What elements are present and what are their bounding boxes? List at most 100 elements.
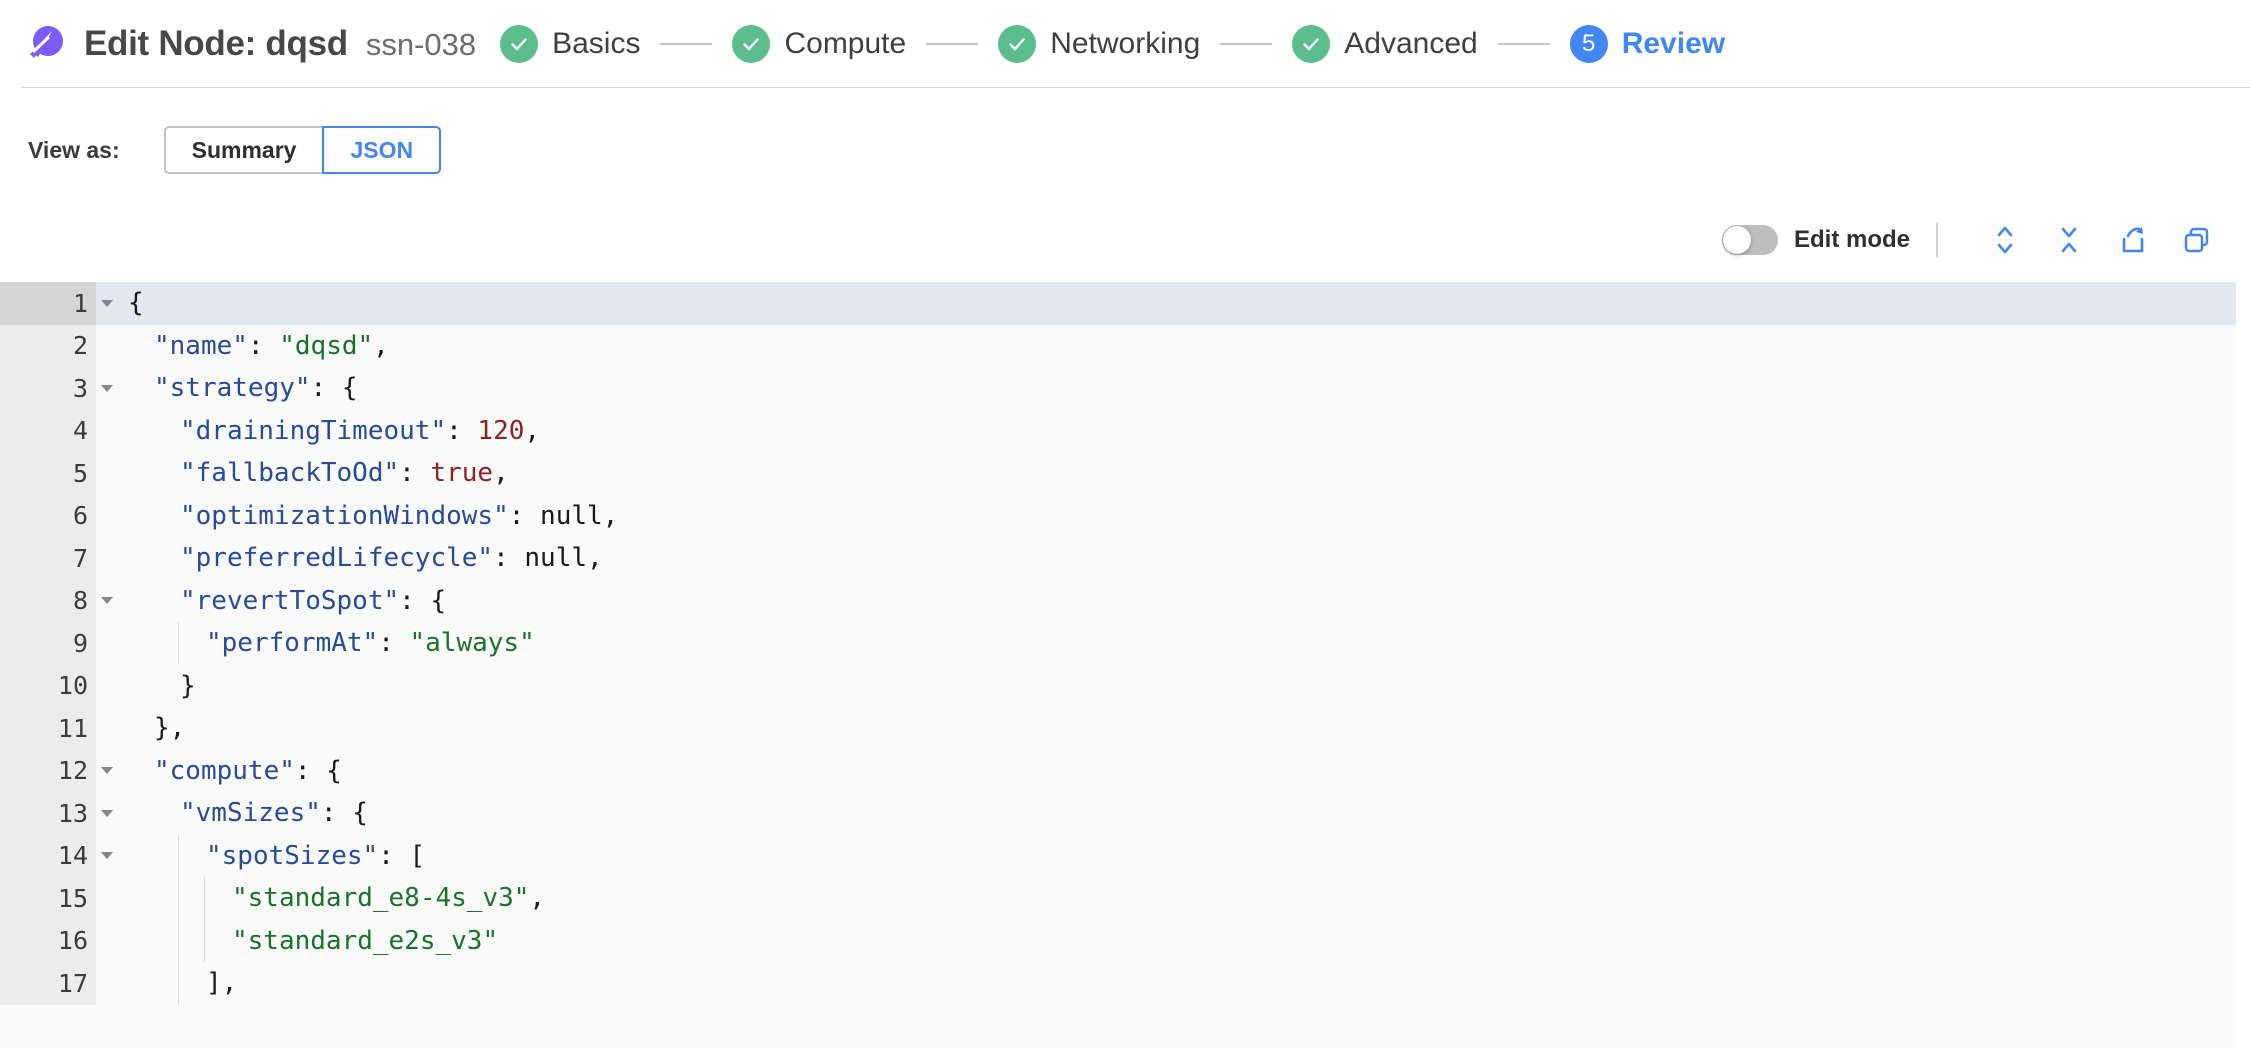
editor-toolbar: Edit mode bbox=[0, 174, 2250, 260]
code-tokens: "drainingTimeout": 120, bbox=[128, 416, 540, 446]
token-key: "performAt" bbox=[206, 628, 379, 659]
token-key: "vmSizes" bbox=[180, 798, 321, 829]
code-line[interactable]: 12 "compute": { bbox=[0, 749, 2236, 793]
code-line-text: { bbox=[116, 282, 2236, 325]
line-number: 12 bbox=[57, 756, 88, 786]
code-line[interactable]: 6"optimizationWindows": null, bbox=[0, 494, 2236, 538]
code-line-text: "performAt": "always" bbox=[116, 622, 2236, 665]
code-line[interactable]: 14 "spotSizes": [ bbox=[0, 834, 2236, 878]
code-line-text: "spotSizes": [ bbox=[116, 834, 2236, 877]
expand-all-icon[interactable] bbox=[1982, 220, 2028, 260]
check-icon bbox=[1009, 38, 1025, 51]
code-line[interactable]: 11}, bbox=[0, 707, 2236, 750]
token-punc: , bbox=[524, 415, 541, 446]
token-punc: } bbox=[180, 670, 196, 701]
token-key: "optimizationWindows" bbox=[180, 500, 509, 531]
line-gutter: 7 bbox=[0, 537, 96, 580]
code-line[interactable]: 9 "performAt": "always" bbox=[0, 622, 2236, 665]
line-gutter: 3 bbox=[0, 367, 96, 410]
token-key: "compute" bbox=[154, 755, 295, 786]
code-line[interactable]: 7 "preferredLifecycle": null, bbox=[0, 537, 2236, 580]
token-key: "name" bbox=[154, 330, 248, 361]
step-networking-circle bbox=[998, 25, 1037, 63]
line-gutter: 9 bbox=[0, 622, 96, 665]
line-gutter: 16 bbox=[0, 919, 96, 962]
fold-toggle-icon[interactable] bbox=[98, 835, 116, 878]
rocket-logo-icon bbox=[22, 22, 66, 66]
fold-spacer bbox=[98, 920, 116, 963]
step-basics[interactable]: Basics bbox=[500, 25, 640, 63]
line-number: 10 bbox=[57, 671, 88, 701]
token-punc: : bbox=[446, 415, 478, 446]
step-basics-circle bbox=[500, 25, 539, 63]
step-review-label: Review bbox=[1621, 27, 1726, 60]
code-tokens: "strategy": { bbox=[128, 373, 358, 403]
view-as-json-button[interactable]: JSON bbox=[322, 126, 442, 174]
json-code-editor[interactable]: 1{2"name": "dqsd",3"strategy": {4"draini… bbox=[0, 282, 2236, 1048]
line-number: 1 bbox=[72, 288, 88, 318]
token-key: "preferredLifecycle" bbox=[180, 543, 494, 574]
code-line-text: "fallbackToOd": true, bbox=[116, 452, 2236, 495]
step-advanced[interactable]: Advanced bbox=[1292, 25, 1478, 63]
token-key: "spotSizes" bbox=[206, 840, 379, 871]
code-line[interactable]: 2"name": "dqsd", bbox=[0, 324, 2236, 368]
code-line[interactable]: 5"fallbackToOd": true, bbox=[0, 452, 2236, 495]
toolbar-divider bbox=[1936, 223, 1938, 257]
code-line[interactable]: 8"revertToSpot": { bbox=[0, 579, 2236, 623]
code-line[interactable]: 1{ bbox=[0, 282, 2236, 325]
step-networking[interactable]: Networking bbox=[998, 25, 1200, 63]
edit-mode-toggle[interactable] bbox=[1721, 225, 1778, 255]
title-group: Edit Node: dqsd ssn-038 bbox=[84, 24, 476, 64]
code-tokens: "compute": { bbox=[128, 756, 342, 786]
token-key: "revertToSpot" bbox=[180, 585, 400, 616]
copy-icon[interactable] bbox=[2174, 220, 2220, 260]
code-line[interactable]: 15"standard_e8-4s_v3", bbox=[0, 877, 2236, 920]
collapse-all-icon[interactable] bbox=[2046, 220, 2092, 260]
edit-mode-toggle-knob bbox=[1722, 226, 1751, 254]
token-punc: : bbox=[247, 330, 280, 361]
code-tokens: }, bbox=[128, 713, 185, 743]
step-advanced-label: Advanced bbox=[1344, 27, 1478, 60]
wizard-stepper: Basics Compute Networking bbox=[500, 25, 2250, 63]
code-line[interactable]: 4"drainingTimeout": 120, bbox=[0, 409, 2236, 452]
code-tokens: "preferredLifecycle": null, bbox=[128, 543, 603, 573]
step-review[interactable]: 5 Review bbox=[1569, 25, 1726, 63]
line-number: 3 bbox=[72, 373, 88, 403]
code-line[interactable]: 13 "vmSizes": { bbox=[0, 792, 2236, 835]
code-line[interactable]: 10} bbox=[0, 664, 2236, 708]
step-compute[interactable]: Compute bbox=[732, 25, 906, 63]
line-gutter: 13 bbox=[0, 792, 96, 835]
fold-spacer bbox=[98, 665, 116, 708]
step-compute-circle bbox=[732, 25, 771, 63]
app-header: Edit Node: dqsd ssn-038 Basics Compute bbox=[0, 0, 2250, 88]
code-line[interactable]: 3 "strategy": { bbox=[0, 367, 2236, 410]
code-tokens: "spotSizes": [ bbox=[128, 841, 425, 871]
line-number: 14 bbox=[57, 841, 88, 871]
token-punc: , bbox=[373, 330, 389, 361]
fold-spacer bbox=[98, 962, 116, 1005]
fold-toggle-icon[interactable] bbox=[98, 750, 116, 793]
fold-spacer bbox=[98, 495, 116, 538]
code-line[interactable]: 16"standard_e2s_v3" bbox=[0, 919, 2236, 963]
chevron-down-icon bbox=[101, 597, 113, 605]
token-null: null bbox=[524, 543, 588, 574]
token-bool: true bbox=[430, 458, 494, 489]
token-punc: : bbox=[399, 458, 431, 489]
code-lines-container: 1{2"name": "dqsd",3"strategy": {4"draini… bbox=[0, 282, 2236, 1005]
fold-toggle-icon[interactable] bbox=[98, 367, 116, 410]
header-divider bbox=[22, 87, 2250, 88]
fold-spacer bbox=[98, 325, 116, 368]
view-as-summary-button[interactable]: Summary bbox=[163, 126, 323, 174]
indent-guide bbox=[178, 834, 179, 877]
line-gutter: 8 bbox=[0, 579, 96, 622]
token-punc: : { bbox=[320, 798, 368, 829]
fold-toggle-icon[interactable] bbox=[98, 580, 116, 623]
code-line[interactable]: 17], bbox=[0, 962, 2236, 1005]
token-punc: : bbox=[493, 543, 525, 574]
token-str: "dqsd" bbox=[279, 330, 374, 361]
fold-toggle-icon[interactable] bbox=[98, 792, 116, 835]
line-gutter: 17 bbox=[0, 962, 96, 1005]
code-line-text: "compute": { bbox=[116, 750, 2236, 793]
export-icon[interactable] bbox=[2110, 220, 2156, 260]
fold-toggle-icon[interactable] bbox=[98, 282, 116, 325]
